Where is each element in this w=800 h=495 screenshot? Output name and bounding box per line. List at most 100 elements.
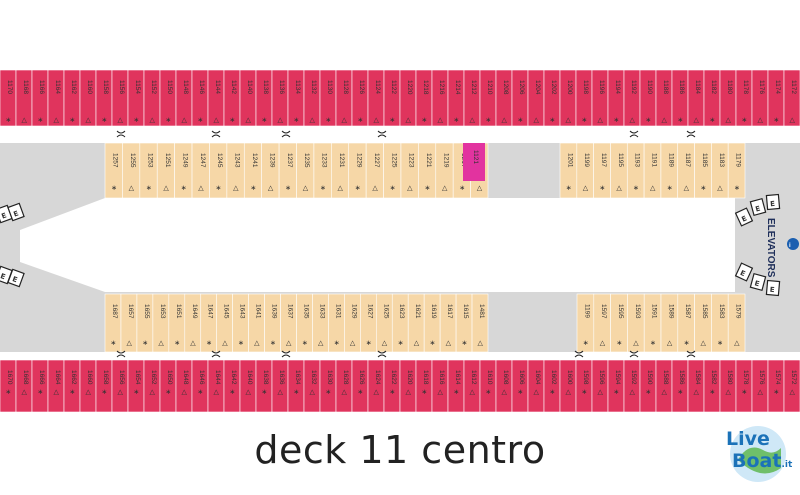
cabin-1588[interactable] bbox=[655, 359, 673, 413]
cabin-1660[interactable] bbox=[79, 359, 97, 413]
cabin-1600[interactable] bbox=[559, 359, 577, 413]
cabin-1179[interactable] bbox=[727, 142, 746, 199]
cabin-number: 1654 bbox=[134, 370, 141, 385]
cabin-1646[interactable] bbox=[191, 359, 209, 413]
cabin-1668[interactable] bbox=[15, 359, 33, 413]
cabin-number: 1666 bbox=[38, 370, 45, 385]
cabin-1640[interactable] bbox=[239, 359, 257, 413]
logo-text-line1: Live bbox=[726, 428, 770, 450]
cabin-number: 1164 bbox=[54, 80, 61, 94]
cabin-1662[interactable] bbox=[63, 359, 81, 413]
cabin-number: 1590 bbox=[646, 370, 653, 385]
cabin-number: 1148 bbox=[182, 80, 189, 94]
cabin-1572[interactable] bbox=[783, 359, 800, 413]
cabin-1630[interactable] bbox=[319, 359, 337, 413]
cabin-1602[interactable] bbox=[543, 359, 561, 413]
cabin-1578[interactable] bbox=[735, 359, 753, 413]
cabin-1610[interactable] bbox=[479, 359, 497, 413]
cabin-1586[interactable] bbox=[671, 359, 689, 413]
cabin-symbol: ∗ bbox=[518, 388, 524, 396]
cabin-number: 1606 bbox=[518, 370, 525, 385]
cabin-1624[interactable] bbox=[367, 359, 385, 413]
cabin-1580[interactable] bbox=[719, 359, 737, 413]
cabin-number: 1618 bbox=[422, 370, 429, 385]
cabin-symbol: ∗ bbox=[742, 388, 748, 396]
cabin-symbol: ∗ bbox=[250, 184, 256, 192]
cabin-number: 1179 bbox=[735, 153, 742, 167]
cabin-1652[interactable] bbox=[143, 359, 161, 413]
cabin-1632[interactable] bbox=[303, 359, 321, 413]
cabin-1596[interactable] bbox=[591, 359, 609, 413]
cabin-1634[interactable] bbox=[287, 359, 305, 413]
cabin-symbol: ∗ bbox=[550, 116, 556, 124]
cabin-symbol: ∗ bbox=[646, 116, 652, 124]
cabin-number: 1660 bbox=[86, 370, 93, 385]
cabin-number: 1638 bbox=[262, 370, 269, 385]
cabin-symbol: ∗ bbox=[582, 388, 588, 396]
cabin-symbol: ∗ bbox=[430, 339, 436, 347]
cabin-1654[interactable] bbox=[127, 359, 145, 413]
cabin-number: 1198 bbox=[582, 80, 589, 94]
cabin-symbol: ∗ bbox=[700, 184, 706, 192]
svg-text:E: E bbox=[754, 279, 761, 288]
cabin-1606[interactable] bbox=[511, 359, 529, 413]
cabin-1481[interactable] bbox=[471, 293, 489, 353]
cabin-1618[interactable] bbox=[415, 359, 433, 413]
cabin-number: 1241 bbox=[251, 153, 258, 168]
cabin-1172[interactable] bbox=[783, 69, 800, 127]
cabin-symbol: △ bbox=[726, 116, 732, 124]
cabin-symbol: ∗ bbox=[398, 339, 404, 347]
cabin-1644[interactable] bbox=[207, 359, 225, 413]
cabin-highlighted[interactable] bbox=[463, 143, 485, 181]
cabin-1598[interactable] bbox=[575, 359, 593, 413]
cabin-1574[interactable] bbox=[767, 359, 785, 413]
cabin-1658[interactable] bbox=[95, 359, 113, 413]
cabin-1592[interactable] bbox=[623, 359, 641, 413]
cabin-1604[interactable] bbox=[527, 359, 545, 413]
cabin-symbol: ∗ bbox=[70, 388, 76, 396]
cabin-1666[interactable] bbox=[31, 359, 49, 413]
cabin-number: 1481 bbox=[478, 304, 485, 319]
cabin-highlighted-number: 1121 bbox=[472, 150, 479, 164]
cabin-1590[interactable] bbox=[639, 359, 657, 413]
cabin-1622[interactable] bbox=[383, 359, 401, 413]
cabin-symbol: ∗ bbox=[710, 388, 716, 396]
cabin-1594[interactable] bbox=[607, 359, 625, 413]
cabin-1636[interactable] bbox=[271, 359, 289, 413]
cabin-number: 1122 bbox=[390, 80, 397, 94]
cabin-symbol: ∗ bbox=[285, 184, 291, 192]
cabin-1616[interactable] bbox=[431, 359, 449, 413]
cabin-1648[interactable] bbox=[175, 359, 193, 413]
liveboat-logo: Live Boat.it bbox=[718, 410, 798, 490]
logo-text-line2: Boat.it bbox=[732, 450, 792, 472]
cabin-symbol: ∗ bbox=[38, 388, 44, 396]
cabin-1626[interactable] bbox=[351, 359, 369, 413]
cabin-1656[interactable] bbox=[111, 359, 129, 413]
cabin-1612[interactable] bbox=[463, 359, 481, 413]
cabin-number: 1220 bbox=[406, 80, 413, 95]
cabin-symbol: ∗ bbox=[230, 116, 236, 124]
cabin-1584[interactable] bbox=[687, 359, 705, 413]
cabin-symbol: △ bbox=[86, 388, 92, 396]
cabin-1638[interactable] bbox=[255, 359, 273, 413]
cabin-1670[interactable] bbox=[0, 359, 17, 413]
cabin-symbol: △ bbox=[246, 388, 252, 396]
cabin-1579[interactable] bbox=[727, 293, 746, 353]
cabin-1650[interactable] bbox=[159, 359, 177, 413]
cabin-number: 1604 bbox=[534, 370, 541, 385]
cabin-1664[interactable] bbox=[47, 359, 65, 413]
cabin-1642[interactable] bbox=[223, 359, 241, 413]
cabin-symbol: ∗ bbox=[650, 339, 656, 347]
cabin-1576[interactable] bbox=[751, 359, 769, 413]
cabin-number: 1227 bbox=[373, 153, 380, 168]
cabin-1628[interactable] bbox=[335, 359, 353, 413]
cabin-1582[interactable] bbox=[703, 359, 721, 413]
cabin-symbol: △ bbox=[650, 184, 656, 192]
cabin-symbol: △ bbox=[372, 184, 378, 192]
cabin-1614[interactable] bbox=[447, 359, 465, 413]
cabin-1620[interactable] bbox=[399, 359, 417, 413]
cabin-number: 1188 bbox=[662, 80, 669, 94]
cabin-number: 1255 bbox=[129, 153, 136, 168]
cabin-number: 1191 bbox=[651, 153, 658, 167]
cabin-1608[interactable] bbox=[495, 359, 513, 413]
